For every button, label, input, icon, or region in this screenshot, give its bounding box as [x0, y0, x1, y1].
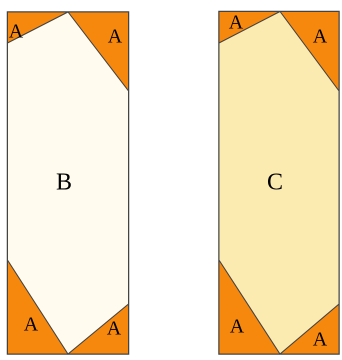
- right-label-a-bottom-left: A: [230, 316, 245, 338]
- left-panel: A A B A A: [6, 11, 130, 355]
- left-label-a-top-left: A: [9, 21, 24, 43]
- right-panel: A A C A A: [218, 10, 340, 355]
- left-label-a-bottom-right: A: [107, 318, 122, 340]
- left-central-hexagon: [7, 11, 129, 355]
- right-label-c: C: [267, 170, 283, 196]
- left-label-b: B: [56, 170, 72, 196]
- left-label-a-bottom-left: A: [24, 314, 39, 336]
- right-label-a-bottom-right: A: [313, 329, 328, 351]
- right-central-hexagon: [218, 10, 340, 355]
- right-label-a-top-right: A: [313, 26, 328, 48]
- left-label-a-top-right: A: [108, 26, 123, 48]
- right-label-a-top-left: A: [229, 12, 244, 34]
